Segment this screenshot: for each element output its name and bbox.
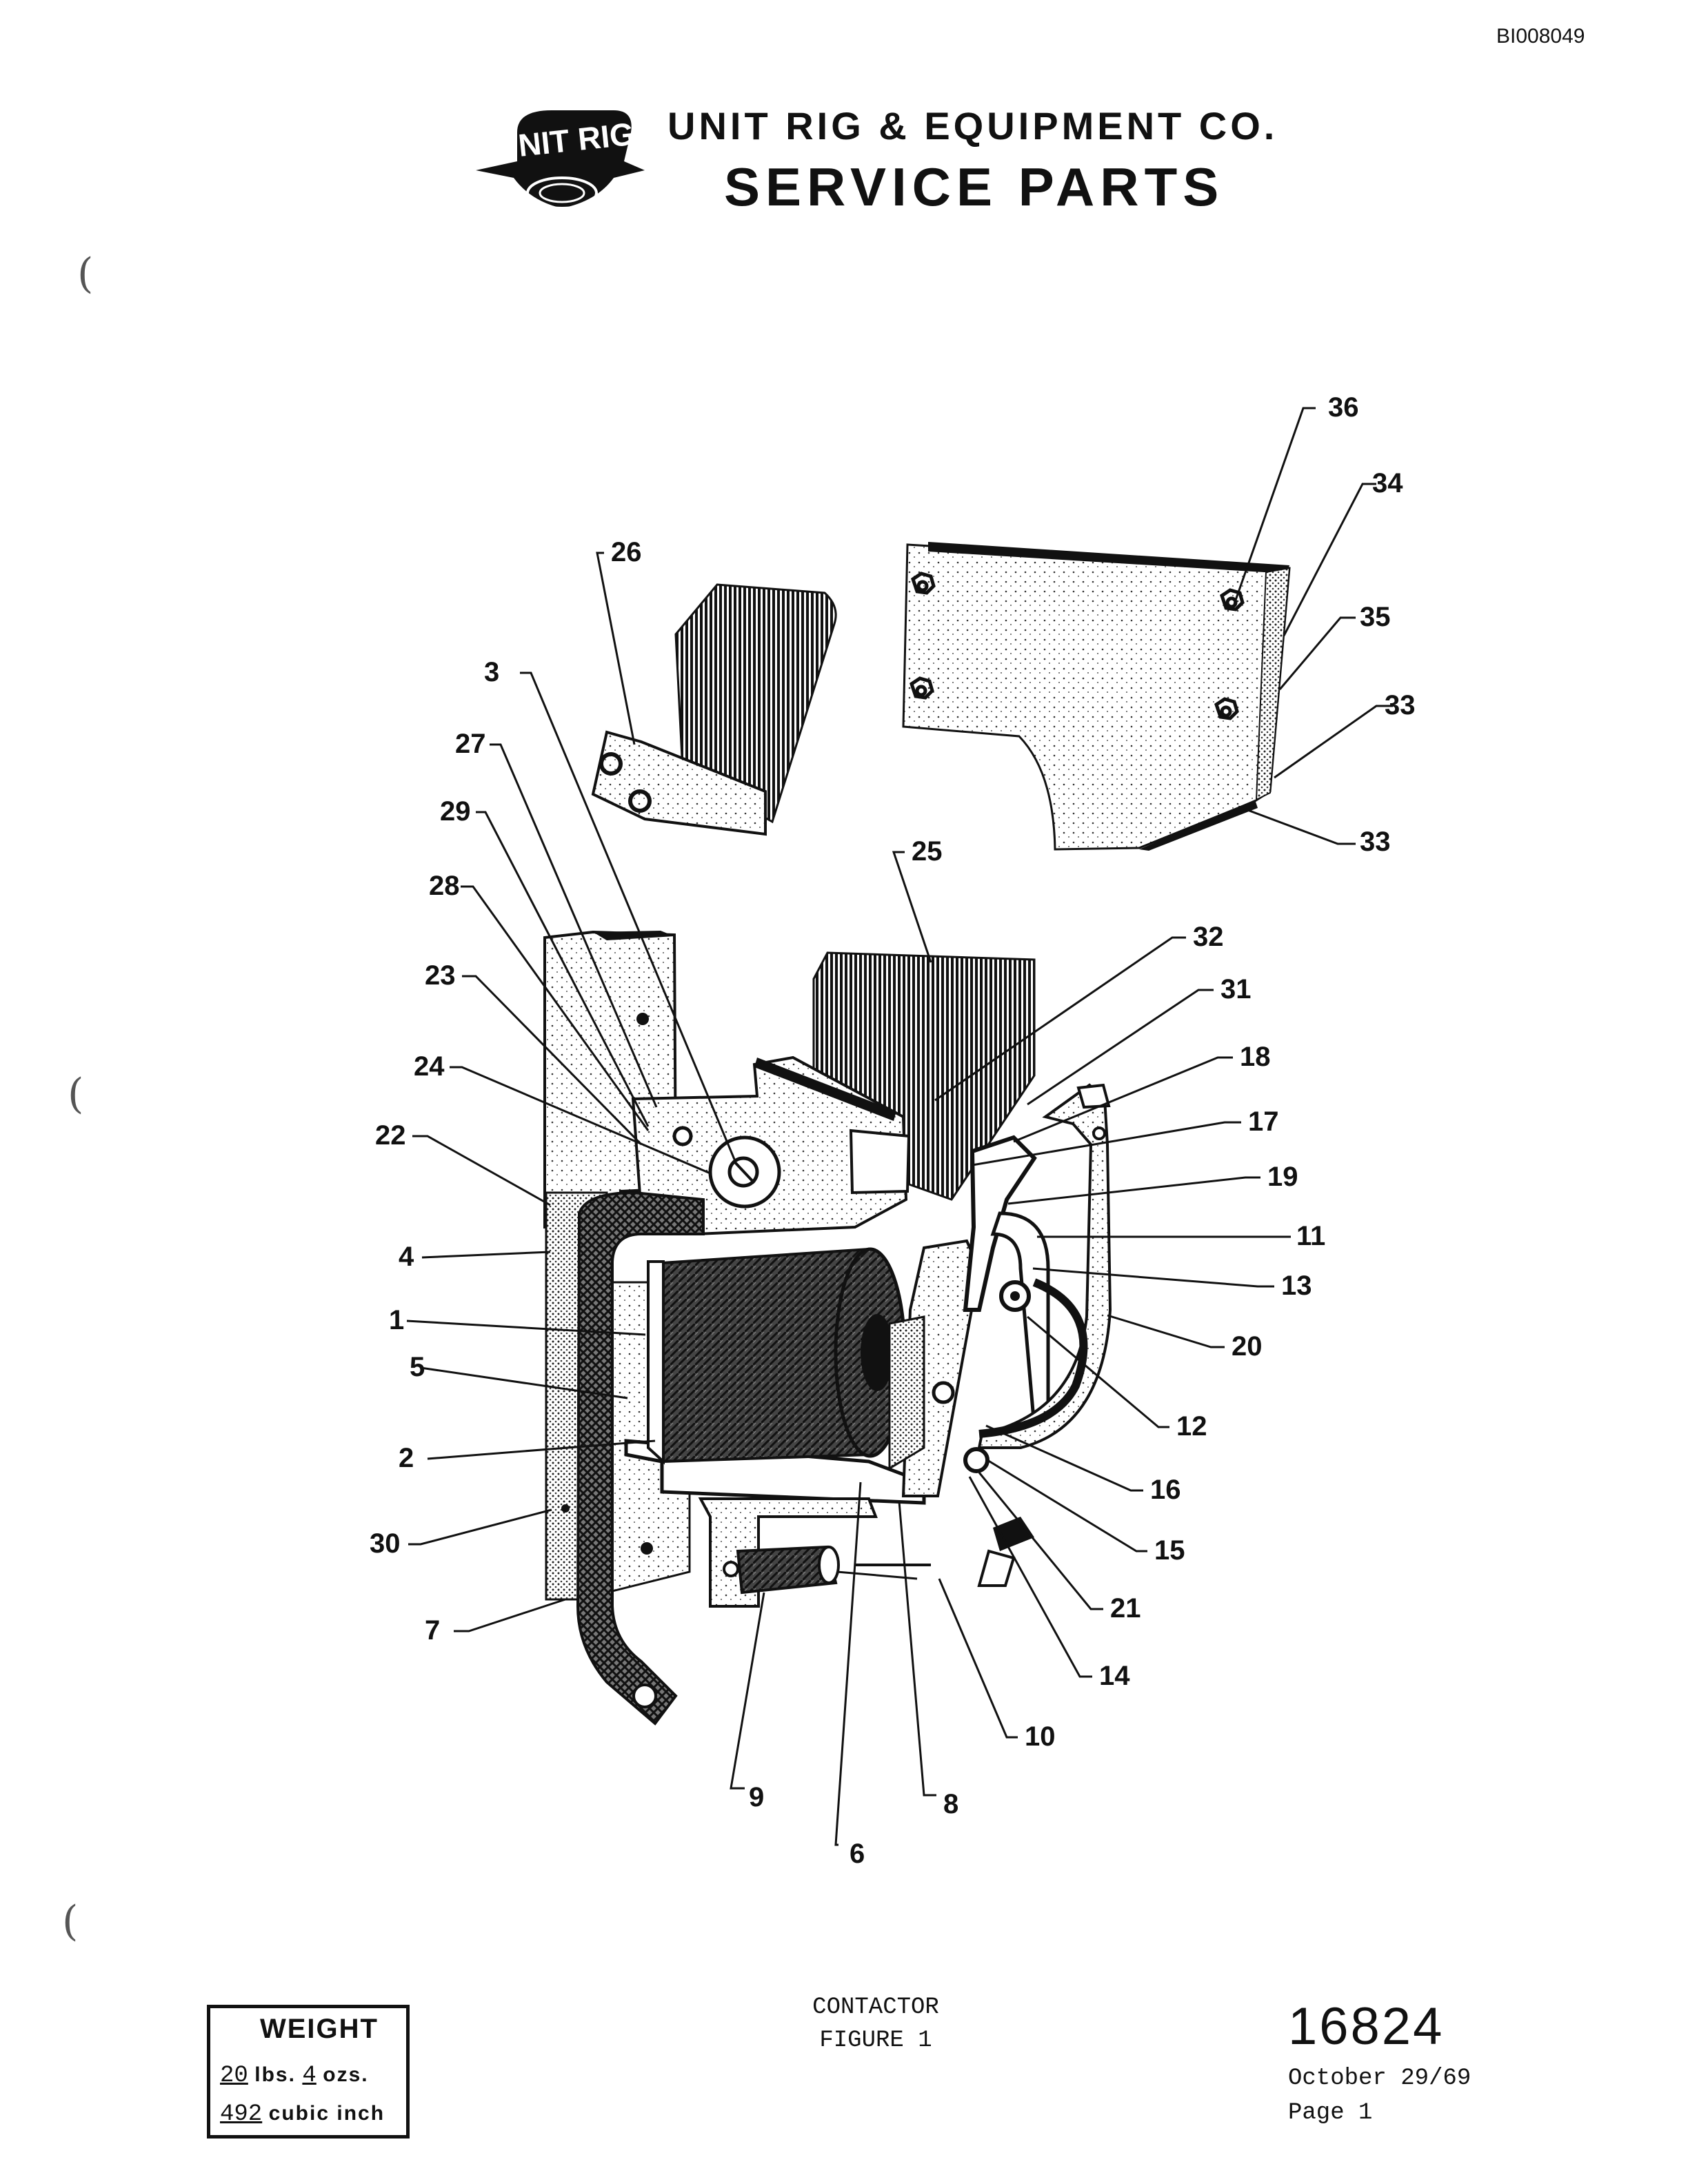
callout-28: 28 xyxy=(429,871,460,901)
hook-bracket xyxy=(977,1083,1112,1449)
page-number: Page 1 xyxy=(1288,2100,1373,2126)
callout-15: 15 xyxy=(1154,1535,1185,1566)
callout-4: 4 xyxy=(399,1242,414,1272)
callout-16: 16 xyxy=(1150,1475,1181,1505)
arc-chute-small xyxy=(591,583,837,836)
issue-info: October 29/69 Page 1 xyxy=(1288,2061,1471,2130)
part-number: 16824 xyxy=(1288,1997,1445,2056)
caption-figure: FIGURE 1 xyxy=(819,2028,932,2054)
callout-24: 24 xyxy=(414,1051,445,1082)
callout-19: 19 xyxy=(1267,1162,1298,1192)
company-name: UNIT RIG & EQUIPMENT CO. xyxy=(667,104,1278,148)
arc-shield-plate xyxy=(902,542,1291,851)
callout-27: 27 xyxy=(455,729,486,759)
callout-36: 36 xyxy=(1328,392,1359,423)
armature-bracket xyxy=(631,1055,911,1236)
callout-13: 13 xyxy=(1281,1271,1312,1301)
page-title: SERVICE PARTS xyxy=(724,156,1225,217)
weight-ozs-unit: ozs. xyxy=(323,2063,369,2086)
callout-1: 1 xyxy=(389,1305,404,1335)
callout-21: 21 xyxy=(1110,1593,1141,1624)
callout-23: 23 xyxy=(425,960,456,991)
caption-title: CONTACTOR xyxy=(812,1994,939,2021)
document-id: BI008049 xyxy=(1496,25,1585,48)
weight-lbs-unit: lbs. xyxy=(254,2063,296,2086)
leader-lines xyxy=(406,407,1393,1846)
callout-25: 25 xyxy=(912,836,943,867)
callout-7: 7 xyxy=(425,1615,440,1646)
callout-30: 30 xyxy=(370,1528,401,1559)
callout-35: 35 xyxy=(1360,602,1391,632)
callout-29: 29 xyxy=(440,796,471,827)
callout-22: 22 xyxy=(375,1120,406,1151)
callout-32: 32 xyxy=(1193,922,1224,952)
unit-rig-logo: UNIT RIG xyxy=(476,110,645,210)
weight-box: WEIGHT 20 lbs. 4 ozs. 492 cubic inch xyxy=(207,2005,410,2138)
margin-mark: ( xyxy=(77,250,94,298)
weight-ozs: 4 xyxy=(302,2063,316,2089)
callout-14: 14 xyxy=(1099,1661,1130,1691)
callout-labels: 36 34 35 33 33 26 3 27 29 28 23 24 22 4 … xyxy=(370,392,1416,1869)
spring-bracket xyxy=(698,1497,918,1608)
callout-33: 33 xyxy=(1385,690,1416,720)
callout-2: 2 xyxy=(399,1443,414,1473)
braided-shunt xyxy=(576,1191,705,1726)
margin-mark: ( xyxy=(68,1070,84,1118)
callout-5: 5 xyxy=(410,1352,425,1382)
volume: 492 xyxy=(220,2101,263,2127)
callout-18: 18 xyxy=(1240,1042,1271,1072)
callout-10: 10 xyxy=(1025,1721,1056,1752)
issue-date: October 29/69 xyxy=(1288,2065,1471,2092)
callout-20: 20 xyxy=(1232,1331,1263,1362)
callout-3: 3 xyxy=(484,657,499,687)
volume-values: 492 cubic inch xyxy=(220,2099,385,2127)
coil xyxy=(624,1247,926,1505)
margin-mark: ( xyxy=(62,1897,79,1945)
callout-11: 11 xyxy=(1296,1221,1325,1251)
weight-values: 20 lbs. 4 ozs. xyxy=(220,2061,369,2089)
volume-unit: cubic inch xyxy=(268,2102,385,2125)
callout-17: 17 xyxy=(1248,1106,1279,1137)
figure-caption: CONTACTOR FIGURE 1 xyxy=(800,1991,952,2057)
contact-arm-assembly xyxy=(855,1135,1050,1587)
callout-6: 6 xyxy=(850,1839,865,1869)
callout-31: 31 xyxy=(1220,974,1252,1004)
weight-title: WEIGHT xyxy=(260,2014,379,2044)
callout-8: 8 xyxy=(943,1789,958,1819)
weight-lbs: 20 xyxy=(220,2063,248,2089)
callout-9: 9 xyxy=(749,1782,764,1812)
callout-33: 33 xyxy=(1360,827,1391,857)
callout-26: 26 xyxy=(611,537,642,567)
callout-12: 12 xyxy=(1176,1411,1207,1442)
callout-34: 34 xyxy=(1372,468,1403,498)
